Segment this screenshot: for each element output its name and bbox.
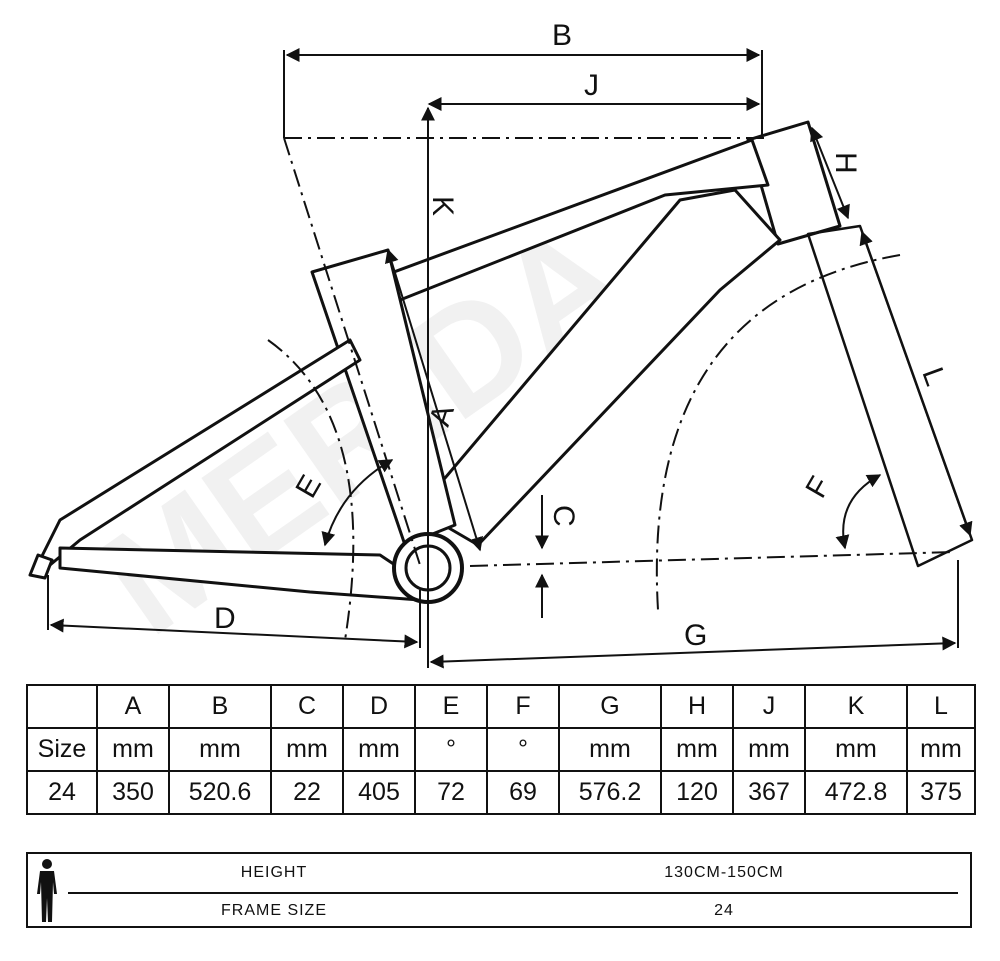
label-c: C xyxy=(547,505,580,527)
dim-g xyxy=(429,636,957,669)
table-cell: 72 xyxy=(414,770,488,815)
dim-h xyxy=(810,126,850,220)
table-cell: 405 xyxy=(342,770,416,815)
table-cell: D xyxy=(342,684,416,729)
table-cell: 375 xyxy=(906,770,976,815)
table-row: 24 350 520.6 22 405 72 69 576.2 120 367 … xyxy=(26,770,976,815)
person-icon xyxy=(37,859,57,922)
height-label: HEIGHT xyxy=(240,864,308,881)
label-h: H xyxy=(829,152,862,174)
label-l: L xyxy=(915,363,952,390)
table-cell: C xyxy=(270,684,344,729)
table-cell: G xyxy=(558,684,662,729)
dimension-labels: B J K A C D G H L E F xyxy=(214,19,952,652)
rear-dropout xyxy=(28,553,54,580)
table-cell: K xyxy=(804,684,908,729)
table-cell: Size xyxy=(26,727,98,772)
table-cell: 22 xyxy=(270,770,344,815)
table-cell: mm xyxy=(270,727,344,772)
table-cell: L xyxy=(906,684,976,729)
size-chart: HEIGHT 130CM-150CM FRAME SIZE 24 xyxy=(26,852,972,928)
table-cell: mm xyxy=(558,727,662,772)
label-d: D xyxy=(214,602,236,635)
table-cell: mm xyxy=(168,727,272,772)
table-cell: J xyxy=(732,684,806,729)
table-cell: A xyxy=(96,684,170,729)
table-cell: F xyxy=(486,684,560,729)
dim-l xyxy=(859,230,973,537)
frame-size-label: FRAME SIZE xyxy=(220,902,328,919)
divider xyxy=(68,892,958,894)
table-cell: mm xyxy=(906,727,976,772)
frame-geometry-diagram: MERIDA xyxy=(28,19,974,669)
table-cell: mm xyxy=(732,727,806,772)
dimension-lines xyxy=(47,48,973,669)
label-k: K xyxy=(426,196,459,216)
geometry-table: A B C D E F G H J K L Size mm mm mm mm °… xyxy=(26,684,976,815)
table-cell: E xyxy=(414,684,488,729)
table-cell: 120 xyxy=(660,770,734,815)
table-cell: 69 xyxy=(486,770,560,815)
arc-f-arrow xyxy=(835,474,882,550)
dim-d xyxy=(49,618,419,649)
label-f: F xyxy=(799,471,837,503)
table-cell: mm xyxy=(96,727,170,772)
fork-line xyxy=(806,224,974,568)
table-cell: 367 xyxy=(732,770,806,815)
table-units-row: Size mm mm mm mm ° ° mm mm mm mm mm xyxy=(26,727,976,772)
height-value: 130CM-150CM xyxy=(664,864,784,881)
table-cell xyxy=(26,684,98,729)
table-cell: mm xyxy=(804,727,908,772)
table-cell: mm xyxy=(660,727,734,772)
label-b: B xyxy=(552,19,572,52)
label-j: J xyxy=(584,69,599,102)
arc-f xyxy=(655,254,901,611)
arc-e-arrow xyxy=(321,459,394,547)
table-header-row: A B C D E F G H J K L xyxy=(26,684,976,729)
table-cell: ° xyxy=(414,727,488,772)
table-cell: H xyxy=(660,684,734,729)
table-cell: 24 xyxy=(26,770,98,815)
table-cell: 472.8 xyxy=(804,770,908,815)
dim-a xyxy=(385,248,483,552)
table-cell: mm xyxy=(342,727,416,772)
table-cell: B xyxy=(168,684,272,729)
table-cell: 350 xyxy=(96,770,170,815)
table-cell: 576.2 xyxy=(558,770,662,815)
label-g: G xyxy=(684,619,707,652)
frame-size-value: 24 xyxy=(714,902,734,919)
arc-e xyxy=(267,339,355,641)
table-cell: 520.6 xyxy=(168,770,272,815)
table-cell: ° xyxy=(486,727,560,772)
